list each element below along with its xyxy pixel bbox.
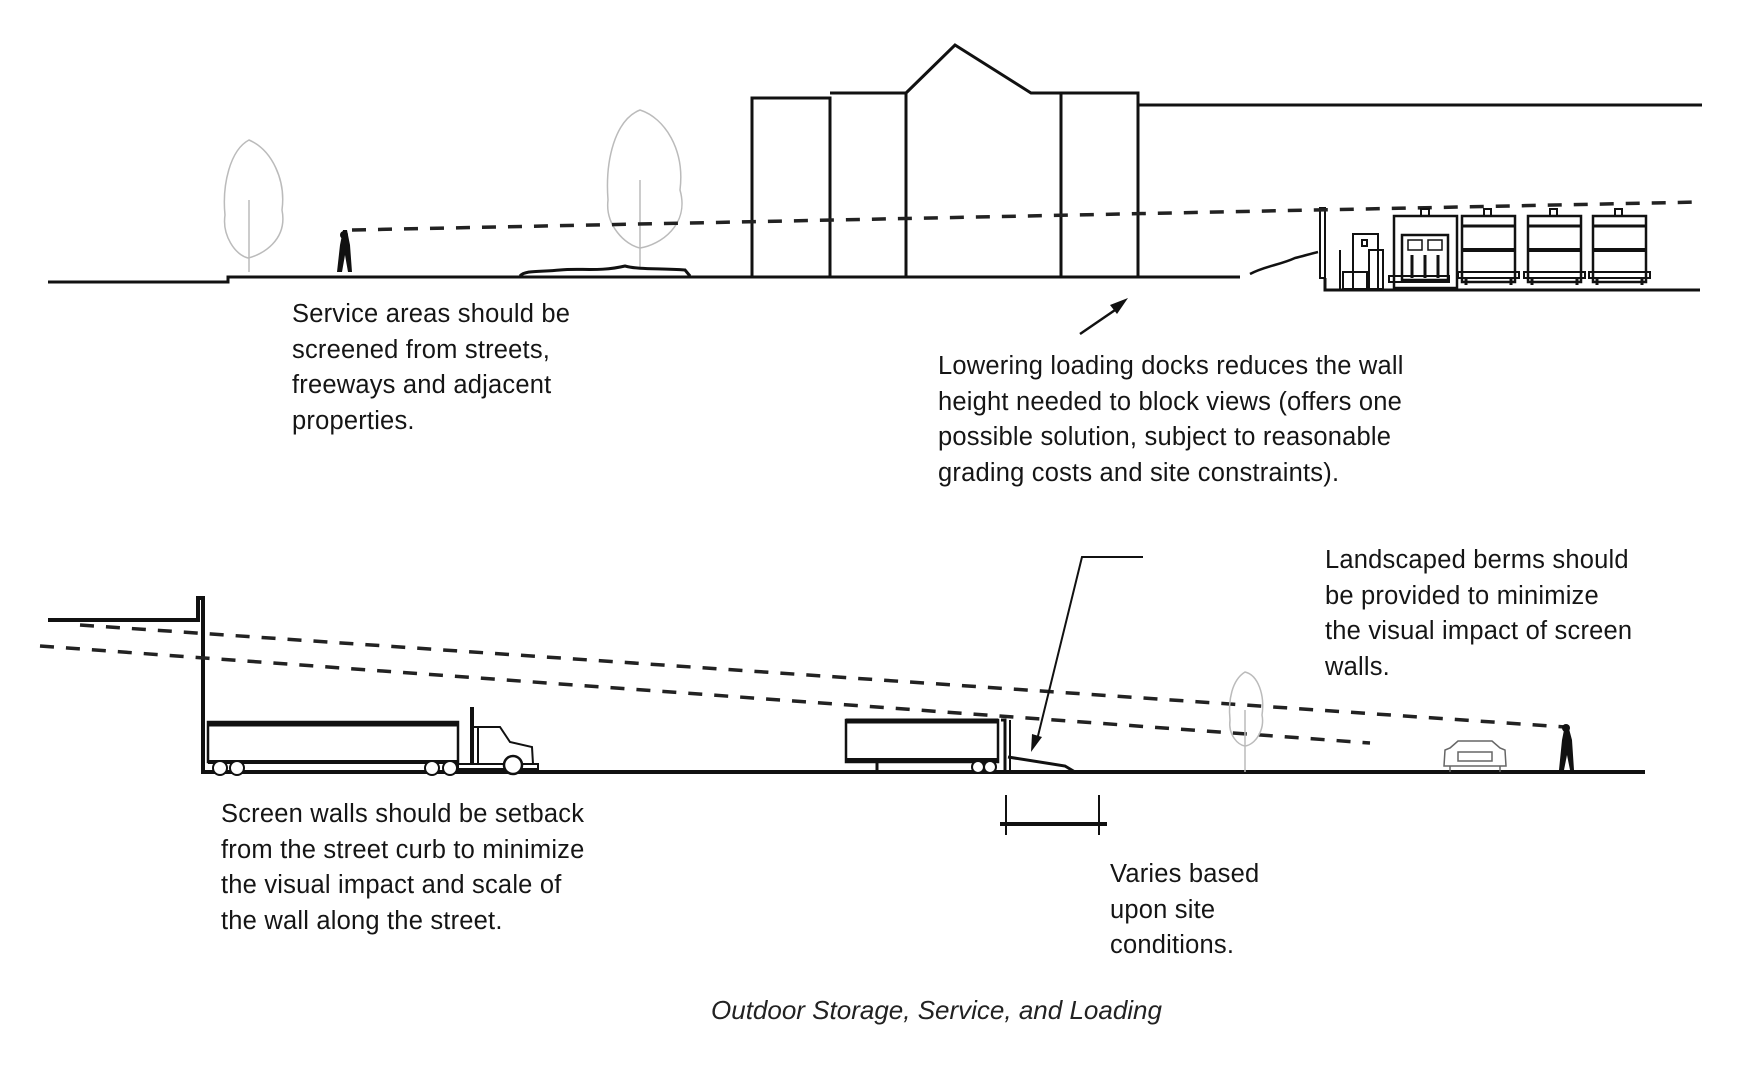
- lowered-dock-ground: [1323, 278, 1700, 292]
- loading-bay-icon: [1588, 208, 1651, 285]
- screen-wall-top: [1319, 207, 1326, 279]
- person-icon: [1559, 724, 1574, 770]
- building: [750, 43, 1702, 279]
- loading-bay-icon: [1523, 208, 1586, 285]
- semi-truck-icon: [206, 707, 539, 776]
- note-screen-walls: Screen walls should be setback from the …: [221, 800, 585, 935]
- note-varies: Varies based upon site conditions.: [1110, 860, 1260, 959]
- tree-icon: [606, 109, 683, 268]
- note-lowering-docks: Lowering loading docks reduces the wall …: [938, 352, 1404, 487]
- truck-front-icon: [1388, 208, 1459, 290]
- berm-top: [1249, 250, 1319, 276]
- sight-line: [39, 644, 1371, 745]
- car-icon: [1443, 740, 1507, 772]
- screen-wall-bottom: [1001, 718, 1007, 772]
- top-section: [48, 43, 1702, 336]
- shrub-icon: [518, 264, 692, 278]
- loading-bay-icon: [1457, 208, 1520, 285]
- ground-line-top: [48, 275, 752, 284]
- person-icon: [337, 230, 352, 272]
- leader-arrow-icon: [1031, 556, 1143, 752]
- note-service-areas: Service areas should be screened from st…: [292, 300, 571, 435]
- bottom-section: [39, 556, 1645, 835]
- tree-icon: [223, 139, 284, 272]
- arrow-icon: [1079, 298, 1128, 336]
- dock-door-icon: [1339, 233, 1384, 290]
- figure-caption: Outdoor Storage, Service, and Loading: [711, 995, 1162, 1025]
- tree-icon: [1228, 671, 1264, 772]
- sight-line: [351, 200, 1701, 232]
- berm-bottom: [1007, 755, 1076, 774]
- trailer-icon: [844, 718, 1000, 774]
- note-landscaped-berms: Landscaped berms should be provided to m…: [1325, 546, 1633, 681]
- dimension-line: [1000, 795, 1107, 835]
